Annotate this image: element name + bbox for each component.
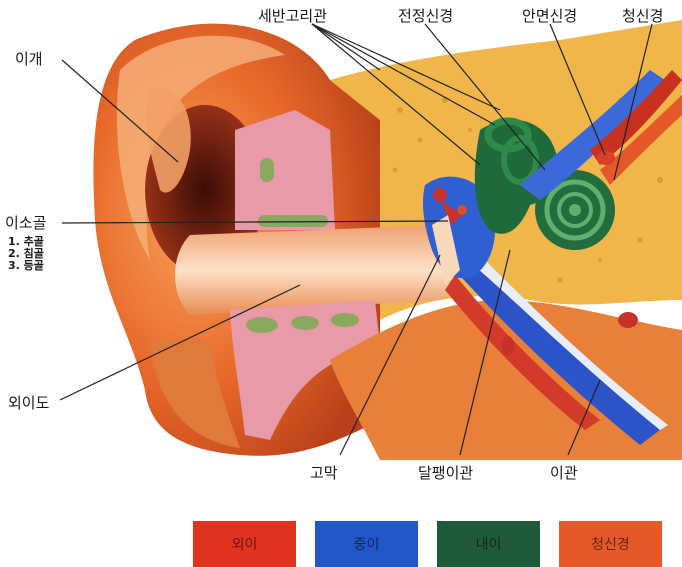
legend-auditory-nerve-label: 청신경 bbox=[591, 534, 630, 554]
vessel-cut bbox=[618, 312, 638, 328]
label-eardrum: 고막 bbox=[310, 462, 338, 483]
label-eustachian-tube: 이관 bbox=[550, 462, 578, 483]
legend-middle-ear-label: 중이 bbox=[354, 534, 380, 554]
label-vestibular-nerve: 전정신경 bbox=[398, 5, 453, 26]
label-pinna: 이개 bbox=[15, 48, 43, 69]
legend-auditory-nerve: 청신경 bbox=[559, 521, 662, 567]
vessel-cut bbox=[502, 336, 514, 356]
label-semicircular-canals: 세반고리관 bbox=[258, 5, 327, 26]
label-cochlea-tube: 달팽이관 bbox=[418, 462, 473, 483]
legend-inner-ear-label: 내이 bbox=[476, 534, 502, 554]
ossicle-item-stapes: 3. 등골 bbox=[8, 260, 44, 272]
label-ossicles: 이소골 bbox=[5, 212, 46, 233]
ossicle-list: 1. 추골 2. 침골 3. 등골 bbox=[8, 236, 44, 272]
label-auditory-nerve: 청신경 bbox=[622, 5, 663, 26]
label-facial-nerve: 안면신경 bbox=[522, 5, 577, 26]
nerve-end bbox=[597, 151, 615, 165]
legend-outer-ear: 외이 bbox=[193, 521, 296, 567]
legend-middle-ear: 중이 bbox=[315, 521, 418, 567]
cartilage-spot bbox=[260, 158, 274, 182]
legend-inner-ear: 내이 bbox=[437, 521, 540, 567]
cartilage-spot bbox=[258, 215, 328, 227]
label-ear-canal: 외이도 bbox=[8, 392, 49, 413]
cartilage-upper bbox=[235, 110, 335, 230]
legend-outer-ear-label: 외이 bbox=[232, 534, 258, 554]
ear-canal bbox=[175, 225, 455, 315]
